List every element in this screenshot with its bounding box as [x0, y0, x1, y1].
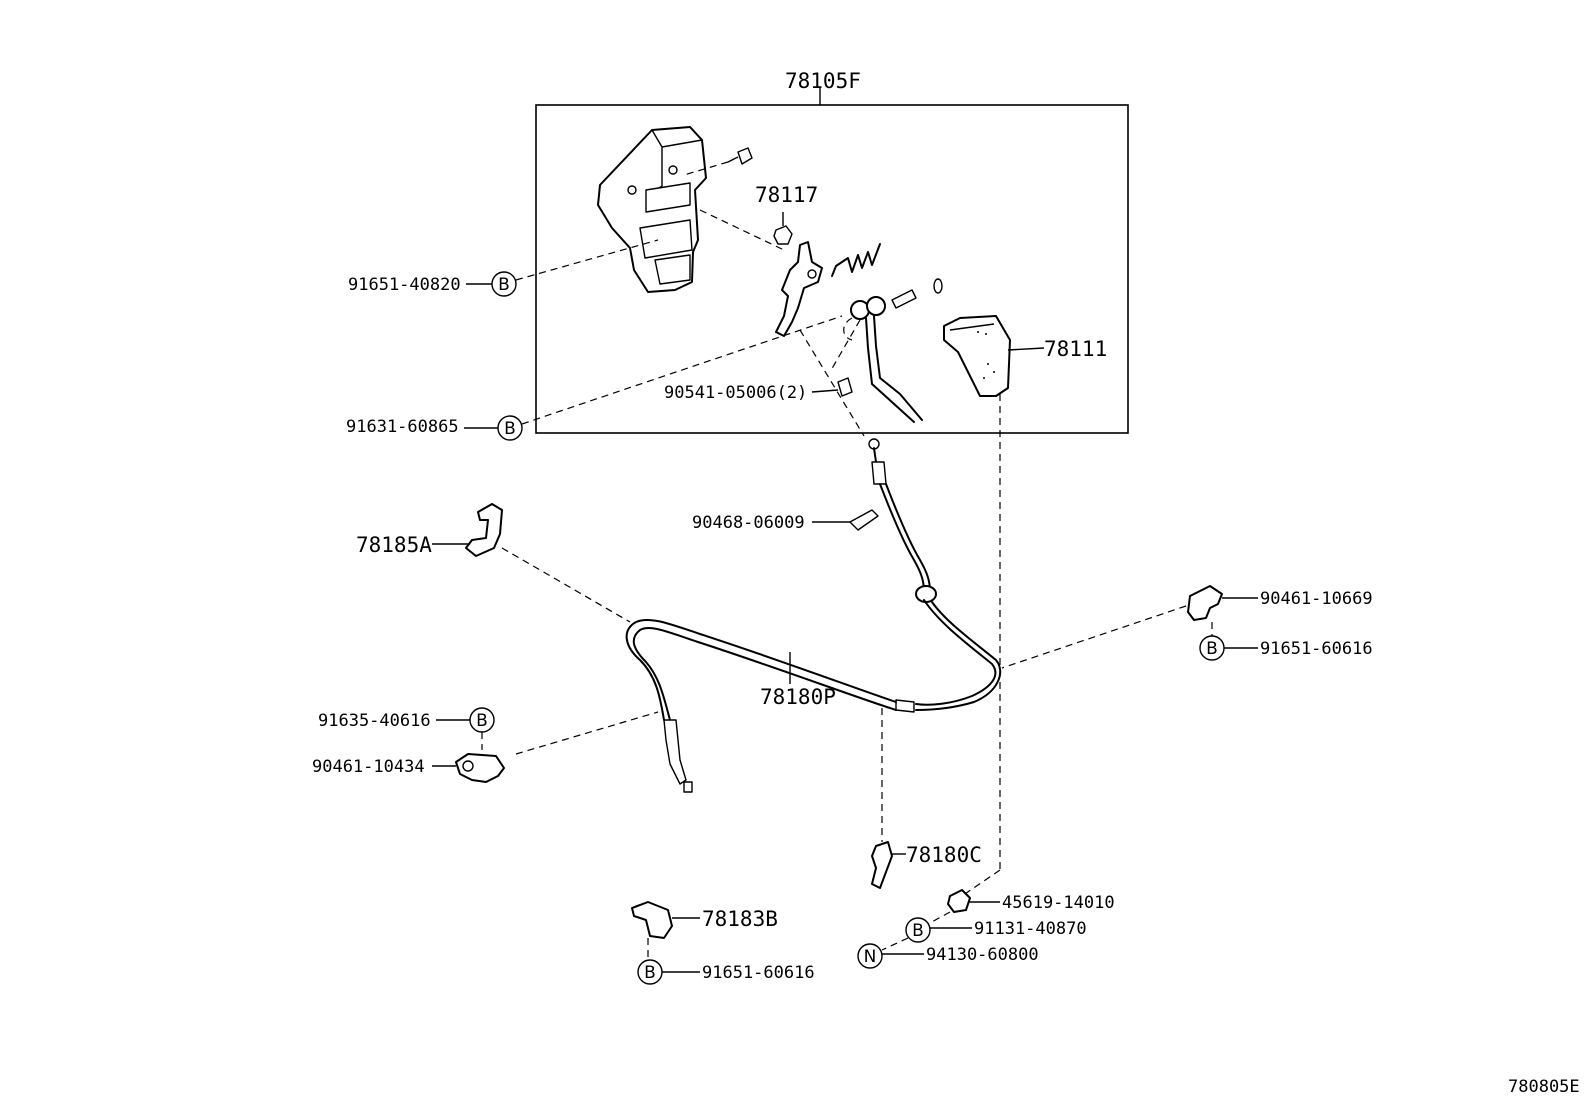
label-78111[interactable]: 78111: [1044, 337, 1107, 361]
label-90541-05006[interactable]: 90541-05006(2): [664, 383, 807, 403]
assembly-label[interactable]: 78105F: [785, 69, 861, 93]
label-78183B[interactable]: 78183B: [702, 907, 778, 931]
accelerator-cable[interactable]: [625, 438, 1002, 793]
clamp-90461-10434[interactable]: [455, 753, 505, 783]
assembly-box: [535, 104, 1129, 434]
label-91651-60616-right[interactable]: 91651-60616: [1260, 639, 1373, 659]
clamp-78183B[interactable]: [631, 901, 673, 939]
return-spring[interactable]: [831, 243, 881, 277]
clamp-78185A[interactable]: [465, 503, 503, 557]
badge-b-91651-60616-left-text: B: [644, 963, 656, 983]
badge-b-91131-40870: [905, 917, 931, 943]
clip-78117[interactable]: [773, 212, 793, 245]
stopper-45619-14010[interactable]: [947, 889, 971, 913]
label-78117[interactable]: 78117: [755, 183, 818, 207]
pedal-pad[interactable]: [943, 315, 1011, 397]
label-90461-10669[interactable]: 90461-10669: [1260, 589, 1373, 609]
label-90461-10434[interactable]: 90461-10434: [312, 757, 425, 777]
label-94130-60800[interactable]: 94130-60800: [926, 945, 1039, 965]
pivot-pin[interactable]: [891, 289, 917, 309]
pivot-washer[interactable]: [933, 278, 943, 294]
pedal-lever[interactable]: [775, 241, 823, 337]
label-91631-60865[interactable]: 91631-60865: [346, 417, 459, 437]
clamp-90461-10669[interactable]: [1187, 585, 1223, 621]
clip-90468-06009[interactable]: [849, 509, 879, 531]
pedal-arm[interactable]: [850, 296, 923, 423]
diagram-code: 780805E: [1508, 1077, 1580, 1097]
label-91651-60616-left[interactable]: 91651-60616: [702, 963, 815, 983]
badge-b-91631-60865: [497, 415, 523, 441]
label-91635-40616[interactable]: 91635-40616: [318, 711, 431, 731]
badge-n-94130-60800: [857, 943, 883, 969]
label-90468-06009[interactable]: 90468-06009: [692, 513, 805, 533]
pedal-bracket[interactable]: [597, 126, 707, 293]
badge-b-91635-40616-text: B: [476, 711, 488, 731]
bracket-bolt[interactable]: [727, 147, 753, 165]
badge-n-94130-60800-text: N: [864, 947, 877, 967]
label-91651-40820[interactable]: 91651-40820: [348, 275, 461, 295]
badge-b-91651-40820: [491, 271, 517, 297]
bolt-90541-05006[interactable]: [811, 377, 853, 397]
badge-b-91131-40870-text: B: [912, 921, 924, 941]
clip-78180C[interactable]: [871, 841, 893, 889]
badge-b-91651-40820-text: B: [498, 275, 510, 295]
label-91131-40870[interactable]: 91131-40870: [974, 919, 1087, 939]
label-78180C[interactable]: 78180C: [906, 843, 982, 867]
label-78185A[interactable]: 78185A: [356, 533, 432, 557]
badge-b-91651-60616-right-text: B: [1206, 639, 1218, 659]
badge-b-91631-60865-text: B: [504, 419, 516, 439]
label-78180P[interactable]: 78180P: [760, 685, 836, 709]
label-45619-14010[interactable]: 45619-14010: [1002, 893, 1115, 913]
